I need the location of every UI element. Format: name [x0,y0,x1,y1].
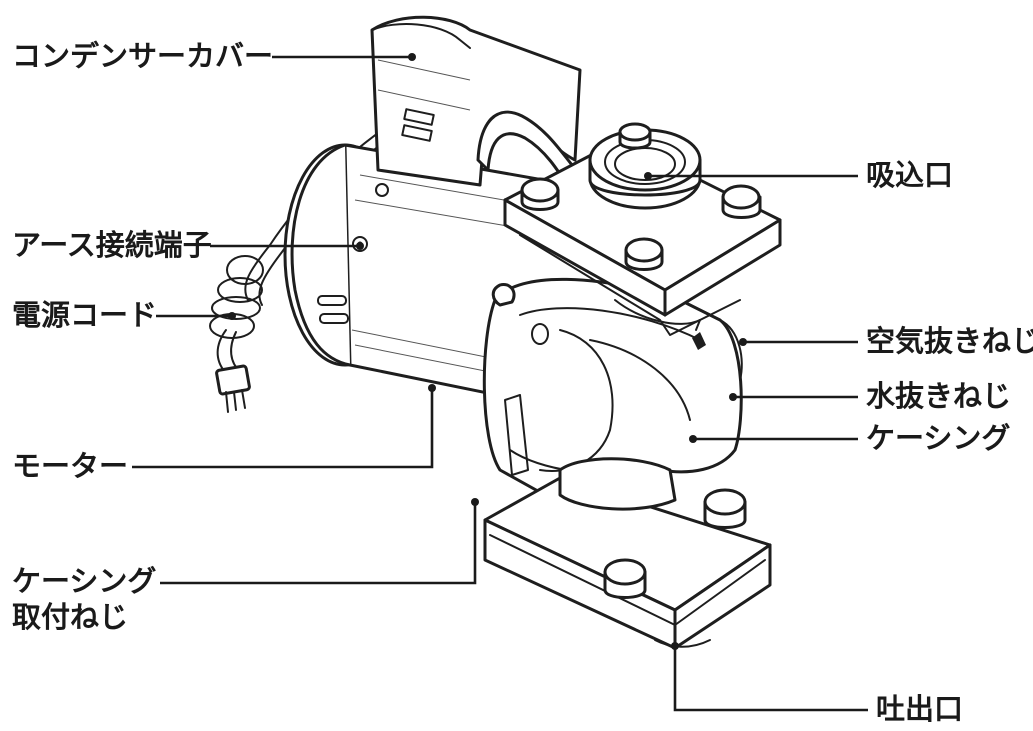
label-motor: モーター [12,449,129,483]
label-condenser-cover: コンデンサーカバー [12,39,274,73]
leader-lines [132,53,868,712]
label-casing: ケーシング [866,421,1011,455]
condenser-cover [370,15,582,192]
label-casing-screw-line1: ケーシング [12,564,157,598]
suction-flange [503,122,782,336]
label-discharge-port: 吐出口 [876,692,964,726]
label-suction-port: 吸込口 [866,158,954,192]
label-earth-terminal: アース接続端子 [12,228,212,262]
label-drain-screw: 水抜きねじ [866,379,1012,413]
label-power-cord: 電源コード [12,298,158,332]
label-air-vent-screw: 空気抜きねじ [866,324,1033,358]
discharge-flange [483,457,772,650]
label-casing-screw-line2: 取付ねじ [12,600,129,634]
